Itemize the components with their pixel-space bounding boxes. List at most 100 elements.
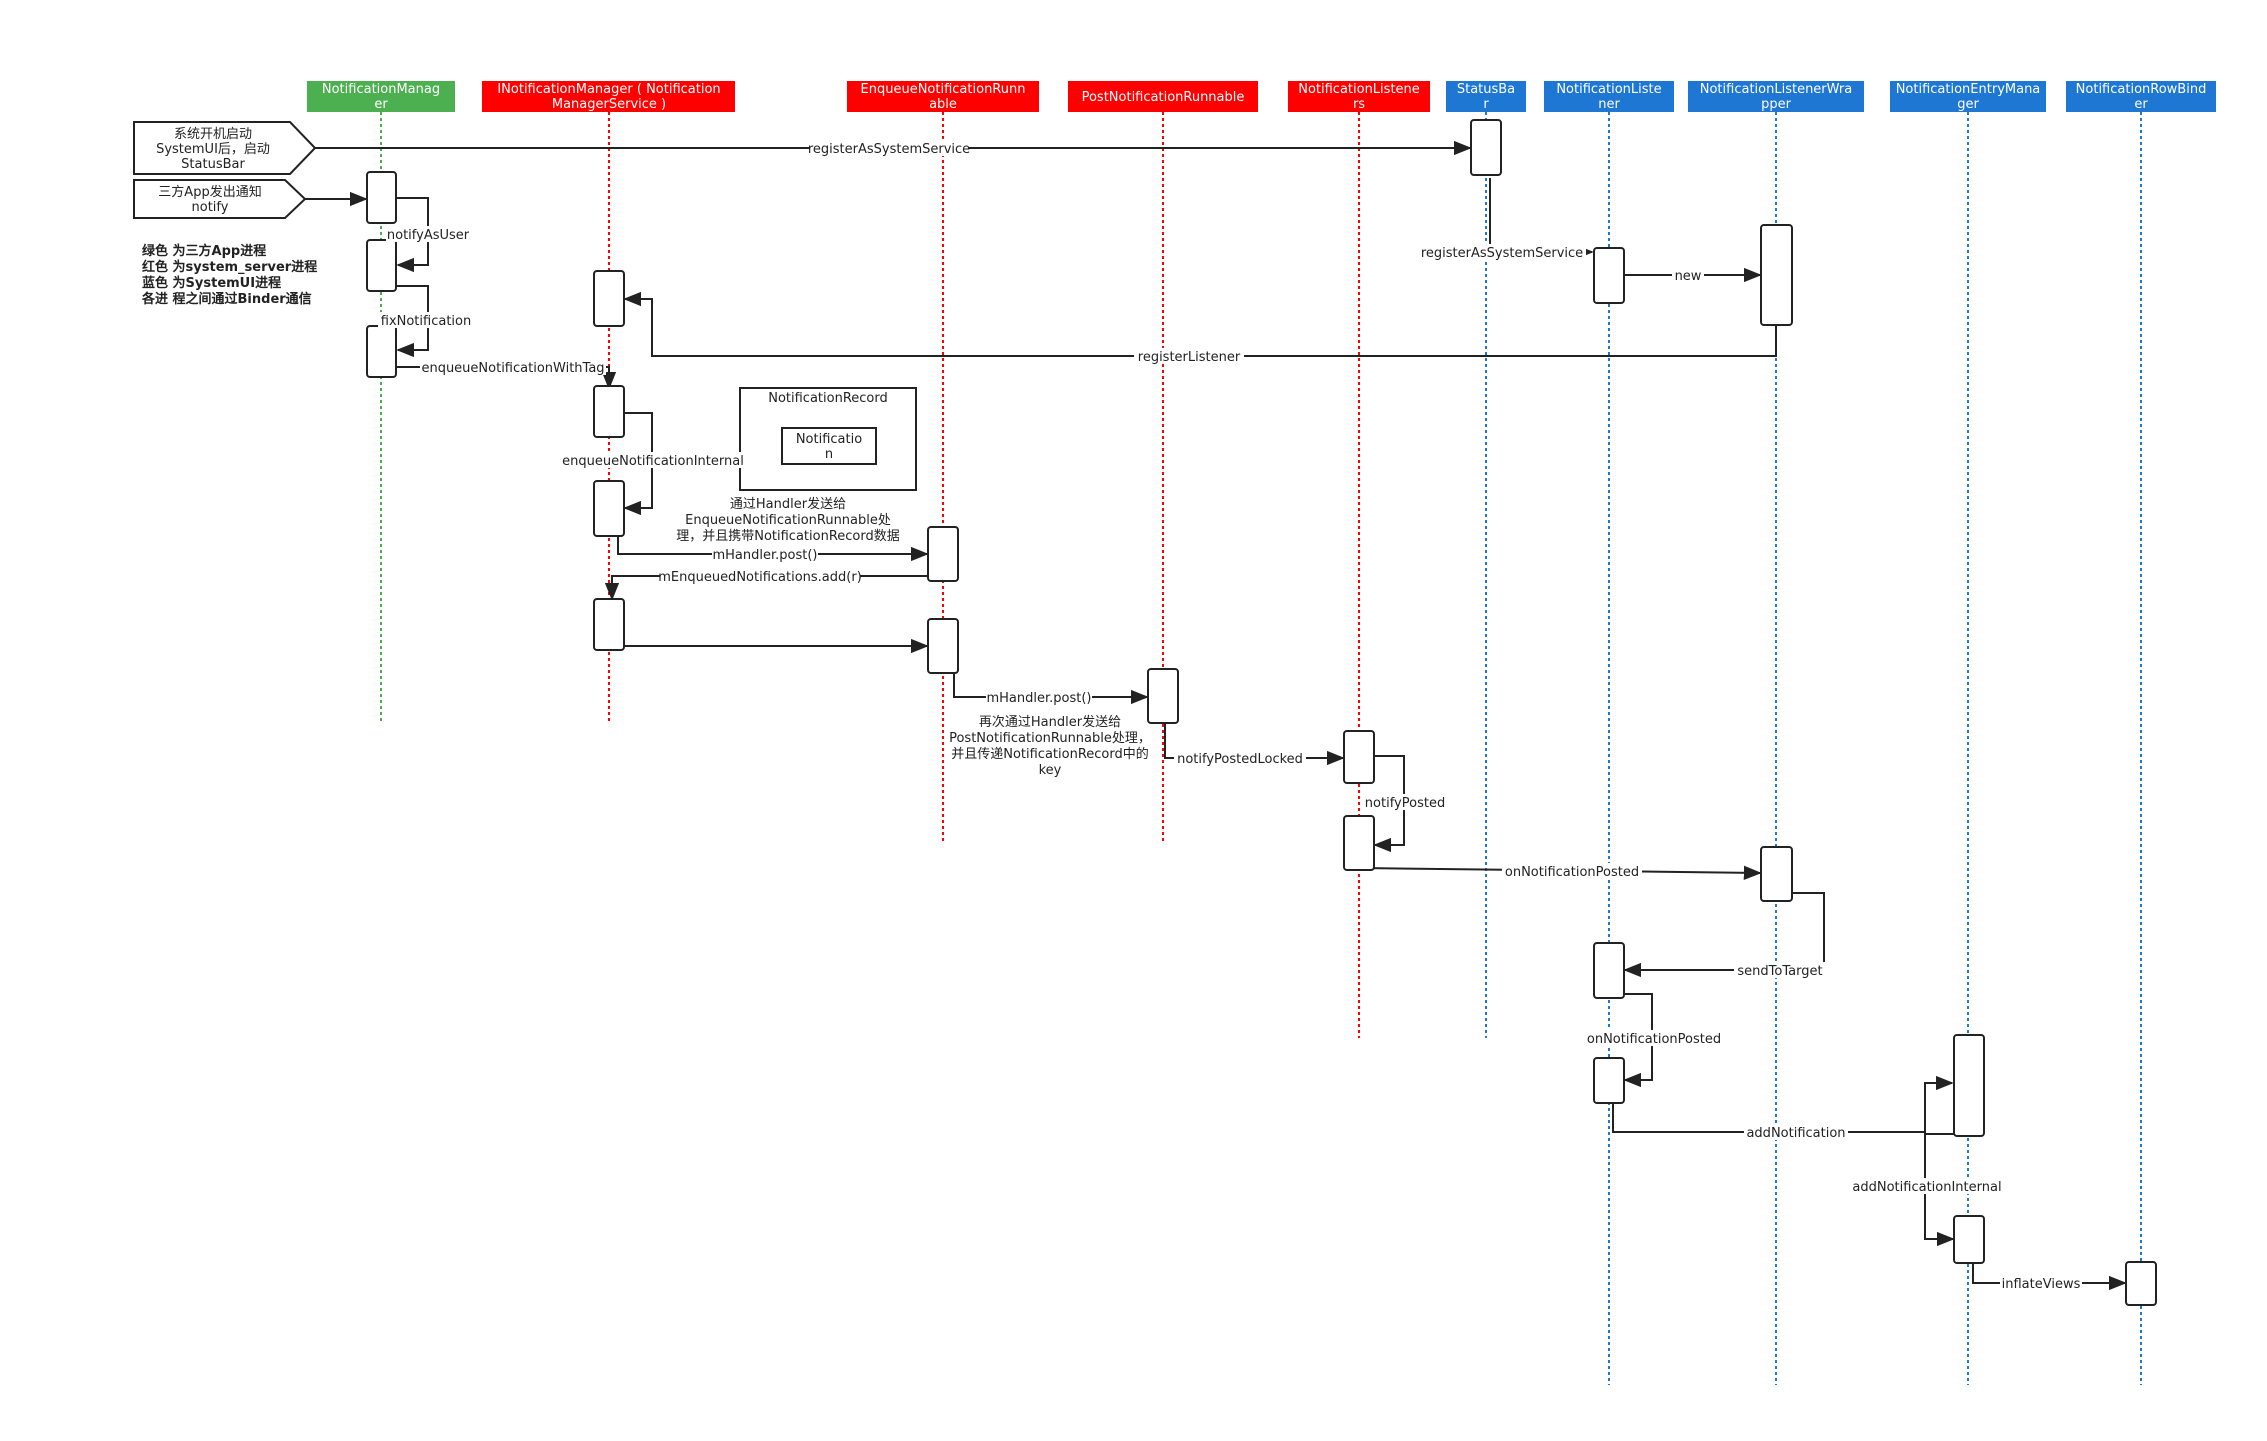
trigger-label-line: 三方App发出通知 <box>158 184 261 200</box>
participant-label-line: PostNotificationRunnable <box>1082 90 1245 105</box>
label-bg <box>1502 863 1642 879</box>
note-line: 并且传递NotificationRecord中的 <box>951 746 1149 762</box>
participant-box <box>1446 81 1526 112</box>
activation-box <box>1953 1034 1985 1137</box>
trigger-shape <box>133 179 307 219</box>
participant-post-runnable: PostNotificationRunnable <box>1068 81 1258 112</box>
legend-line: 红色 为system_server进程 <box>142 259 317 275</box>
participant-box <box>1288 81 1430 112</box>
arrow-send-to-target <box>1623 892 1825 978</box>
participant-notification-listener: NotificationListe ner <box>1544 81 1674 112</box>
participant-label-line: NotificationRowBind <box>2076 82 2207 97</box>
activation-box <box>366 171 397 224</box>
label-bg <box>560 452 746 468</box>
activation-box <box>1593 247 1625 304</box>
note-line: 再次通过Handler发送给 <box>979 714 1121 730</box>
participant-label-line: StatusBa <box>1457 82 1515 97</box>
label-enqueue-notification-with-tag: enqueueNotificationWithTag <box>421 361 604 376</box>
activation-box <box>2125 1261 2157 1306</box>
handler-note-1: 通过Handler发送给 EnqueueNotificationRunnable… <box>676 496 900 544</box>
label-bg <box>1734 962 1826 978</box>
label-notify-posted: notifyPosted <box>1365 796 1445 811</box>
activation-box <box>1343 730 1375 784</box>
activation-box <box>1343 815 1375 871</box>
label-bg <box>1672 267 1704 283</box>
label-bg <box>660 568 860 584</box>
legend-line: 各进 程之间通过Binder通信 <box>141 291 312 307</box>
activation-box <box>1470 119 1502 176</box>
arrow-register-as-system-service-2 <box>1489 178 1594 260</box>
activation-box <box>1593 942 1625 999</box>
label-m-handler-post-2: mHandler.post() <box>986 691 1091 706</box>
trigger-label-line: StatusBar <box>181 157 245 172</box>
activation-box <box>1593 1057 1625 1104</box>
activation-box <box>1147 668 1179 724</box>
activation-boxes <box>366 119 2157 1306</box>
activation-box <box>593 480 625 537</box>
participant-box <box>307 81 455 112</box>
legend-line: 绿色 为三方App进程 <box>142 243 266 259</box>
note-line: 理，并且携带NotificationRecord数据 <box>676 528 900 544</box>
note-line: EnqueueNotificationRunnable处 <box>685 513 891 528</box>
participant-label-line: er <box>374 97 388 112</box>
activation-box <box>927 618 959 674</box>
activation-box <box>366 325 397 378</box>
participant-box <box>482 81 735 112</box>
participant-box <box>1890 81 2046 112</box>
label-register-as-system-service-2: registerAsSystemService <box>1421 246 1583 261</box>
label-bg <box>712 546 818 562</box>
participant-headers: NotificationManag er INotificationManage… <box>307 81 2216 112</box>
label-fix-notification: fixNotification <box>381 314 471 329</box>
notification-record-box: NotificationRecord Notificatio n <box>739 387 917 491</box>
participant-status-bar: StatusBa r <box>1446 81 1526 112</box>
trigger-label-line: SystemUI后，启动 <box>156 142 270 157</box>
participant-label-line: INotificationManager ( Notification <box>497 82 720 97</box>
note-line: 通过Handler发送给 <box>730 496 846 512</box>
activation-box <box>593 385 625 438</box>
participant-label-line: NotificationListenerWra <box>1700 82 1852 97</box>
participant-label-line: ner <box>1598 97 1620 112</box>
activation-box <box>593 270 625 327</box>
label-on-notification-posted-2: onNotificationPosted <box>1587 1032 1721 1047</box>
activation-box <box>927 526 959 582</box>
note-line: PostNotificationRunnable处理， <box>949 731 1151 746</box>
participant-label-line: er <box>2134 97 2148 112</box>
label-bg <box>1744 1124 1848 1140</box>
participant-label-line: able <box>929 97 957 112</box>
participant-inotification-manager: INotificationManager ( Notification Mana… <box>482 81 735 112</box>
label-inflate-views: inflateViews <box>2002 1277 2081 1292</box>
participant-notification-listeners: NotificationListene rs <box>1288 81 1430 112</box>
label-m-handler-post-1: mHandler.post() <box>712 548 817 563</box>
label-m-enqueued-notifications-add: mEnqueuedNotifications.add(r) <box>658 570 862 585</box>
participant-box <box>1068 81 1258 112</box>
label-bg <box>1134 348 1244 364</box>
note-line: key <box>1039 763 1062 778</box>
label-register-listener: registerListener <box>1138 350 1241 365</box>
label-bg <box>810 140 968 156</box>
trigger-system-boot: 系统开机启动 SystemUI后，启动 StatusBar <box>133 121 317 175</box>
label-bg <box>986 689 1092 705</box>
process-color-legend: 绿色 为三方App进程 红色 为system_server进程 蓝色 为Syst… <box>141 243 317 307</box>
arrow-m-handler-post-1 <box>617 536 929 562</box>
participant-label-line: EnqueueNotificationRunn <box>861 82 1026 97</box>
record-title: NotificationRecord <box>768 391 888 406</box>
trigger-third-party-notify: 三方App发出通知 notify <box>133 179 307 219</box>
label-bg <box>1174 750 1306 766</box>
participant-box <box>1688 81 1864 112</box>
label-enqueue-notification-internal: enqueueNotificationInternal <box>562 454 744 469</box>
label-on-notification-posted: onNotificationPosted <box>1505 865 1639 880</box>
label-bg <box>420 359 606 375</box>
participant-label-line: rs <box>1353 97 1365 112</box>
handler-note-2: 再次通过Handler发送给 PostNotificationRunnable处… <box>949 714 1151 778</box>
participant-label-line: pper <box>1761 97 1792 112</box>
participant-box <box>2066 81 2216 112</box>
message-arrows <box>305 140 2127 1291</box>
participant-notification-manager: NotificationManag er <box>307 81 455 112</box>
participant-label-line: NotificationListene <box>1298 82 1420 97</box>
label-add-notification: addNotification <box>1746 1126 1845 1141</box>
label-bg <box>1584 1030 1724 1046</box>
label-bg <box>2000 1275 2082 1291</box>
label-bg <box>1848 1178 2006 1194</box>
record-inner-line: n <box>825 447 833 462</box>
